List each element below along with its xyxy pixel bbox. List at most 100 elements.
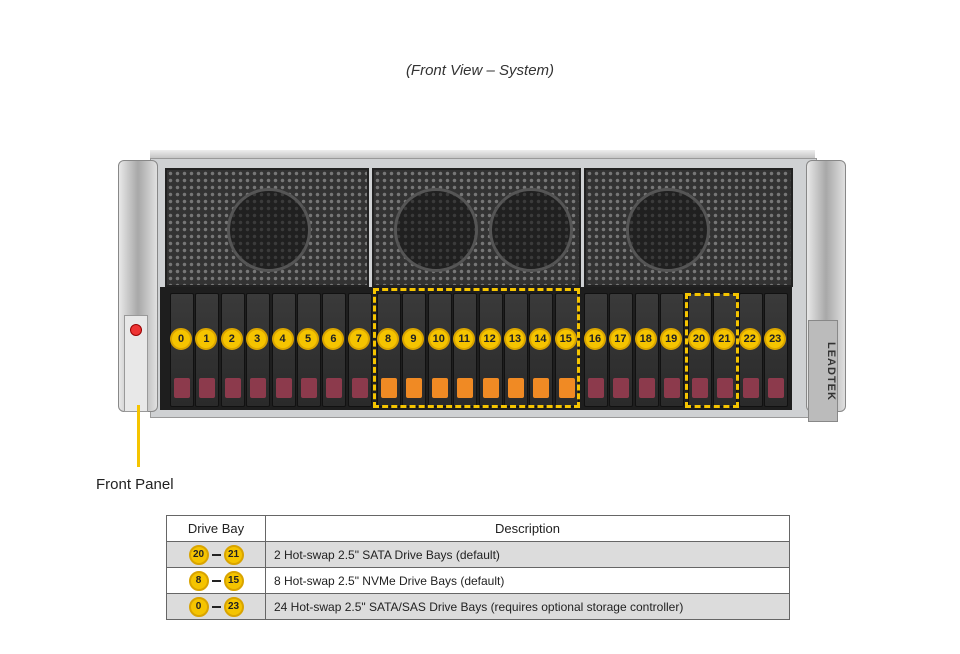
bay-number-badge: 6 — [322, 328, 345, 350]
drive-bay-17[interactable] — [609, 293, 634, 407]
bay-number-badge: 10 — [427, 328, 450, 350]
bay-number-badge: 9 — [402, 328, 425, 350]
fan-icon — [227, 188, 311, 272]
range-dash — [211, 553, 221, 556]
front-panel[interactable] — [124, 315, 148, 412]
bay-range-cell: 8 15 — [166, 567, 266, 594]
bay-number-badge: 18 — [634, 328, 657, 350]
drive-latch[interactable] — [588, 378, 604, 398]
fan-icon — [626, 188, 710, 272]
drive-bay-19[interactable] — [660, 293, 685, 407]
range-dash — [211, 605, 221, 608]
drive-bay-16[interactable] — [584, 293, 608, 407]
drive-bay-5[interactable] — [297, 293, 321, 407]
drive-latch[interactable] — [250, 378, 267, 398]
drive-bay-7[interactable] — [347, 293, 372, 407]
drive-latch[interactable] — [301, 378, 317, 398]
bay-to-badge: 23 — [223, 596, 244, 617]
bay-to-badge: 15 — [223, 570, 244, 591]
bay-number-badge: 3 — [246, 328, 269, 350]
drive-bay-3[interactable] — [246, 293, 271, 407]
bay-number-badge: 23 — [764, 328, 787, 350]
front-panel-callout-line — [137, 405, 140, 467]
front-panel-label: Front Panel — [96, 476, 174, 493]
bay-number-badge: 12 — [478, 328, 501, 350]
drive-latch[interactable] — [275, 378, 292, 398]
drive-bay-8[interactable] — [377, 293, 401, 407]
drive-latch[interactable] — [533, 378, 550, 398]
bay-number-badge: 2 — [220, 328, 243, 350]
drive-bay-4[interactable] — [271, 293, 296, 407]
drive-bay-6[interactable] — [322, 293, 347, 407]
bay-number-badge: 11 — [453, 328, 476, 350]
fan-icon — [394, 188, 478, 272]
drive-bay-23[interactable] — [764, 293, 789, 407]
drive-latch[interactable] — [224, 378, 241, 398]
drive-latch[interactable] — [326, 378, 343, 398]
drive-bay-0[interactable] — [170, 293, 194, 407]
description-cell: 24 Hot-swap 2.5" SATA/SAS Drive Bays (re… — [265, 593, 790, 620]
bay-number-badge: 20 — [688, 328, 710, 350]
bay-number-badge: 8 — [377, 328, 399, 350]
bay-to-badge: 21 — [223, 544, 244, 565]
bay-number-badge: 21 — [713, 328, 736, 350]
drive-bay-18[interactable] — [634, 293, 659, 407]
drive-bay-20[interactable] — [688, 293, 712, 407]
fan-bay-2 — [372, 168, 581, 287]
drive-latch[interactable] — [508, 378, 524, 398]
drive-bay-2[interactable] — [220, 293, 245, 407]
drive-latch[interactable] — [742, 378, 759, 398]
drive-latch[interactable] — [381, 378, 397, 398]
drive-latch[interactable] — [457, 378, 474, 398]
drive-latch[interactable] — [692, 378, 708, 398]
drive-bay-1[interactable] — [195, 293, 220, 407]
drive-latch[interactable] — [431, 378, 448, 398]
bay-number-badge: 16 — [584, 328, 606, 350]
header-description: Description — [265, 515, 790, 542]
drive-latch[interactable] — [406, 378, 423, 398]
description-cell: 2 Hot-swap 2.5" SATA Drive Bays (default… — [265, 541, 790, 568]
bay-number-badge: 7 — [347, 328, 370, 350]
drive-bay-14[interactable] — [529, 293, 554, 407]
drive-latch[interactable] — [558, 378, 575, 398]
power-button-icon[interactable] — [130, 324, 142, 336]
bay-from-badge: 8 — [188, 570, 209, 591]
drive-latch[interactable] — [351, 378, 368, 398]
bay-number-badge: 5 — [297, 328, 319, 350]
bay-number-badge: 1 — [195, 328, 218, 350]
drive-bay-11[interactable] — [453, 293, 478, 407]
bay-number-badge: 4 — [271, 328, 294, 350]
drive-bay-22[interactable] — [738, 293, 763, 407]
brand-logo: LEADTEK — [808, 320, 838, 422]
fan-bay-1 — [165, 168, 369, 287]
drive-bay-13[interactable] — [504, 293, 528, 407]
bay-number-badge: 14 — [529, 328, 552, 350]
nvme-highlight — [373, 288, 580, 408]
drive-latch[interactable] — [717, 378, 734, 398]
bay-number-badge: 13 — [504, 328, 526, 350]
header-drive-bay: Drive Bay — [166, 515, 266, 542]
drive-bay-10[interactable] — [427, 293, 452, 407]
bay-number-badge: 19 — [660, 328, 683, 350]
table-row: 0 23 24 Hot-swap 2.5" SATA/SAS Drive Bays … — [166, 593, 790, 620]
table-row: 8 15 8 Hot-swap 2.5" NVMe Drive Bays (defa… — [166, 567, 790, 594]
drive-latch[interactable] — [199, 378, 216, 398]
bay-number-badge: 17 — [609, 328, 632, 350]
fan-bay-3 — [584, 168, 793, 287]
fan-icon — [489, 188, 573, 272]
drive-latch[interactable] — [664, 378, 681, 398]
drive-bay-12[interactable] — [478, 293, 503, 407]
drive-latch[interactable] — [613, 378, 630, 398]
drive-latch[interactable] — [482, 378, 499, 398]
drive-latch[interactable] — [638, 378, 655, 398]
bay-from-badge: 0 — [188, 596, 209, 617]
figure-caption: (Front View – System) — [405, 62, 555, 79]
drive-latch[interactable] — [174, 378, 190, 398]
description-cell: 8 Hot-swap 2.5" NVMe Drive Bays (default… — [265, 567, 790, 594]
drive-latch[interactable] — [768, 378, 785, 398]
bay-number-badge: 0 — [170, 328, 192, 350]
